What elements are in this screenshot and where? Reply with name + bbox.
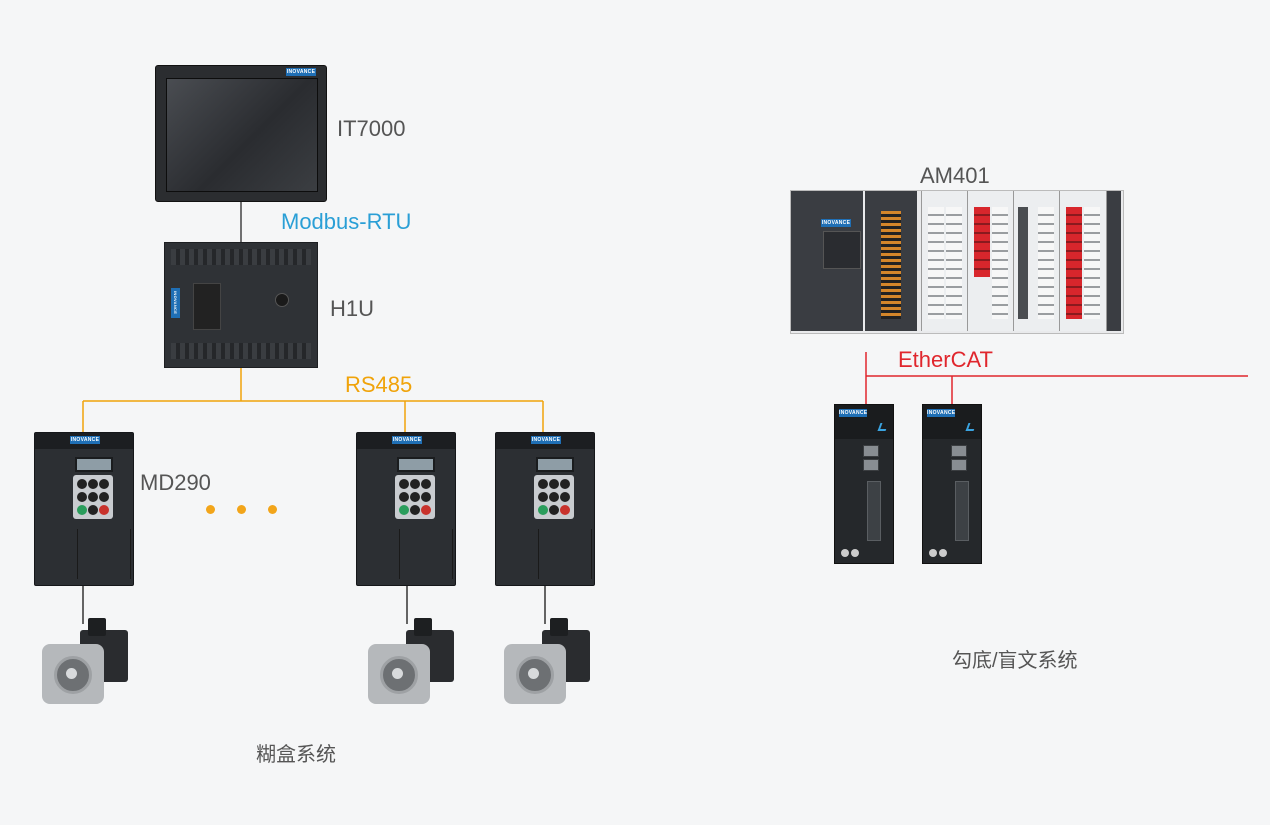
servo-motor-1 bbox=[40, 618, 132, 706]
plc-terminal-top bbox=[171, 249, 311, 265]
rs485-label: RS485 bbox=[345, 372, 413, 397]
drive-keypad bbox=[395, 475, 435, 519]
right-system-caption: 勾底/盲文系统 bbox=[952, 650, 1078, 672]
servo-drive-2: INOVANCE bbox=[922, 404, 982, 564]
drive-display bbox=[536, 457, 574, 472]
drive-lower-panel bbox=[77, 529, 131, 579]
modbus-label: Modbus-RTU bbox=[281, 209, 412, 234]
hmi-screen bbox=[166, 78, 318, 192]
drive-keypad bbox=[73, 475, 113, 519]
io-connector bbox=[867, 481, 881, 541]
drive-2: INOVANCE bbox=[356, 432, 456, 586]
ethernet-port bbox=[863, 445, 879, 457]
hmi-label: IT7000 bbox=[337, 116, 406, 141]
io-module-2 bbox=[967, 191, 1015, 331]
drive-1: INOVANCE bbox=[34, 432, 134, 586]
controller-cpu-module: INOVANCE bbox=[791, 191, 863, 331]
plc-terminal-bottom bbox=[171, 343, 311, 359]
hmi-device: INOVANCE bbox=[155, 65, 327, 202]
io-module-4 bbox=[1059, 191, 1107, 331]
servo-drive-1: INOVANCE bbox=[834, 404, 894, 564]
plc-device: INOVANCE bbox=[164, 242, 318, 368]
plc-brand-logo: INOVANCE bbox=[171, 288, 180, 318]
controller-brand-logo: INOVANCE bbox=[821, 219, 851, 227]
ellipsis-dot bbox=[206, 505, 215, 514]
ellipsis-dot bbox=[237, 505, 246, 514]
servo-motor-2 bbox=[366, 618, 458, 706]
drive-brand-logo: INOVANCE bbox=[392, 436, 422, 444]
plc-label: H1U bbox=[330, 296, 375, 321]
ethernet-port bbox=[951, 459, 967, 471]
controller-device: INOVANCE bbox=[790, 190, 1124, 334]
ethernet-port bbox=[951, 445, 967, 457]
controller-label: AM401 bbox=[920, 163, 990, 188]
rack-end-cap bbox=[1107, 191, 1121, 331]
drive-brand-logo: INOVANCE bbox=[70, 436, 100, 444]
left-system-caption: 糊盒系统 bbox=[256, 744, 336, 766]
servo-brand-logo: INOVANCE bbox=[927, 409, 956, 417]
servo-motor-3 bbox=[502, 618, 594, 706]
ethernet-port bbox=[863, 459, 879, 471]
hmi-brand-logo: INOVANCE bbox=[286, 68, 316, 76]
ethercat-label: EtherCAT bbox=[898, 347, 993, 372]
io-module-3 bbox=[1013, 191, 1061, 331]
drive-display bbox=[397, 457, 435, 472]
plc-port-icon bbox=[275, 293, 289, 307]
servo-brand-logo: INOVANCE bbox=[839, 409, 868, 417]
drive-label: MD290 bbox=[140, 470, 211, 495]
drive-keypad bbox=[534, 475, 574, 519]
ellipsis-dot bbox=[268, 505, 277, 514]
controller-power-module bbox=[865, 191, 917, 331]
drive-3: INOVANCE bbox=[495, 432, 595, 586]
io-connector bbox=[955, 481, 969, 541]
plc-cover bbox=[193, 283, 221, 330]
io-module-1 bbox=[921, 191, 969, 331]
drive-brand-logo: INOVANCE bbox=[531, 436, 561, 444]
drive-display bbox=[75, 457, 113, 472]
